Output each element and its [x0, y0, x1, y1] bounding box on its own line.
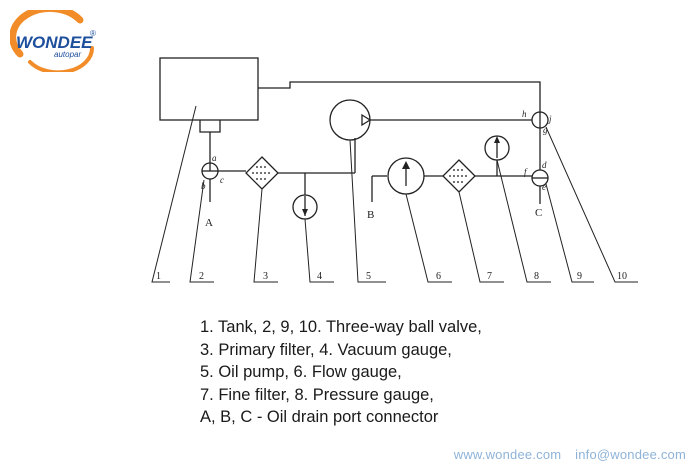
port-a: A [205, 217, 213, 229]
primary-filter [245, 156, 279, 190]
callout-numbers: 1 2 3 4 5 6 7 8 9 10 [156, 271, 627, 282]
point-b: b [201, 181, 206, 191]
pressure-gauge [484, 135, 510, 176]
drain-ports: A B C [205, 207, 542, 229]
leader-lines [151, 105, 638, 283]
point-d: d [542, 160, 547, 170]
legend-item: 1. Tank, 2, 9, 10. Three-way ball valve, [200, 318, 482, 336]
valve-port-letters: a b c d e f g h j [201, 109, 552, 192]
point-f: f [524, 167, 528, 177]
tank [159, 57, 259, 121]
port-b: B [367, 209, 374, 221]
oil-pump [329, 99, 372, 141]
point-h: h [522, 109, 527, 119]
callout-3: 3 [263, 271, 268, 282]
legend-item: 3. Primary filter, 4. Vacuum gauge, [200, 340, 452, 359]
email-link[interactable]: info@wondee.com [575, 447, 686, 462]
point-j: j [548, 114, 552, 124]
callout-9: 9 [577, 271, 582, 282]
callout-5: 5 [366, 271, 371, 282]
legend-item: A, B, C - Oil drain port connector [200, 408, 439, 426]
callout-4: 4 [317, 271, 322, 282]
point-g: g [543, 125, 548, 135]
callout-2: 2 [199, 271, 204, 282]
footer-contact: www.wondee.com info@wondee.com [454, 447, 686, 462]
legend-item: 7. Fine filter, 8. Pressure gauge, [200, 385, 434, 404]
legend-item: 5. Oil pump, 6. Flow gauge, [200, 363, 402, 381]
logo-registered-mark: ® [90, 29, 96, 38]
three-way-valve-9 [531, 169, 549, 204]
point-a: a [212, 153, 217, 163]
port-c: C [535, 207, 542, 219]
callout-7: 7 [487, 271, 492, 282]
hydraulic-diagram: 1 2 3 4 5 6 7 8 9 10 a b c d e f g h j A… [151, 57, 638, 283]
logo-tagline-text: autopar [54, 50, 81, 59]
wondee-logo: WONDEE autopar ® [10, 10, 96, 72]
callout-6: 6 [436, 271, 441, 282]
callout-1: 1 [156, 271, 161, 282]
website-link[interactable]: www.wondee.com [453, 447, 562, 462]
tank-outlet [199, 120, 221, 133]
point-c: c [220, 175, 224, 185]
vacuum-gauge [292, 173, 318, 220]
fine-filter [442, 159, 476, 193]
flow-gauge [387, 157, 425, 195]
legend-list: 1. Tank, 2, 9, 10. Three-way ball valve,… [200, 316, 482, 429]
callout-8: 8 [534, 271, 539, 282]
point-e: e [542, 182, 546, 192]
logo-brand-text: WONDEE [16, 33, 93, 52]
callout-10: 10 [617, 271, 627, 282]
